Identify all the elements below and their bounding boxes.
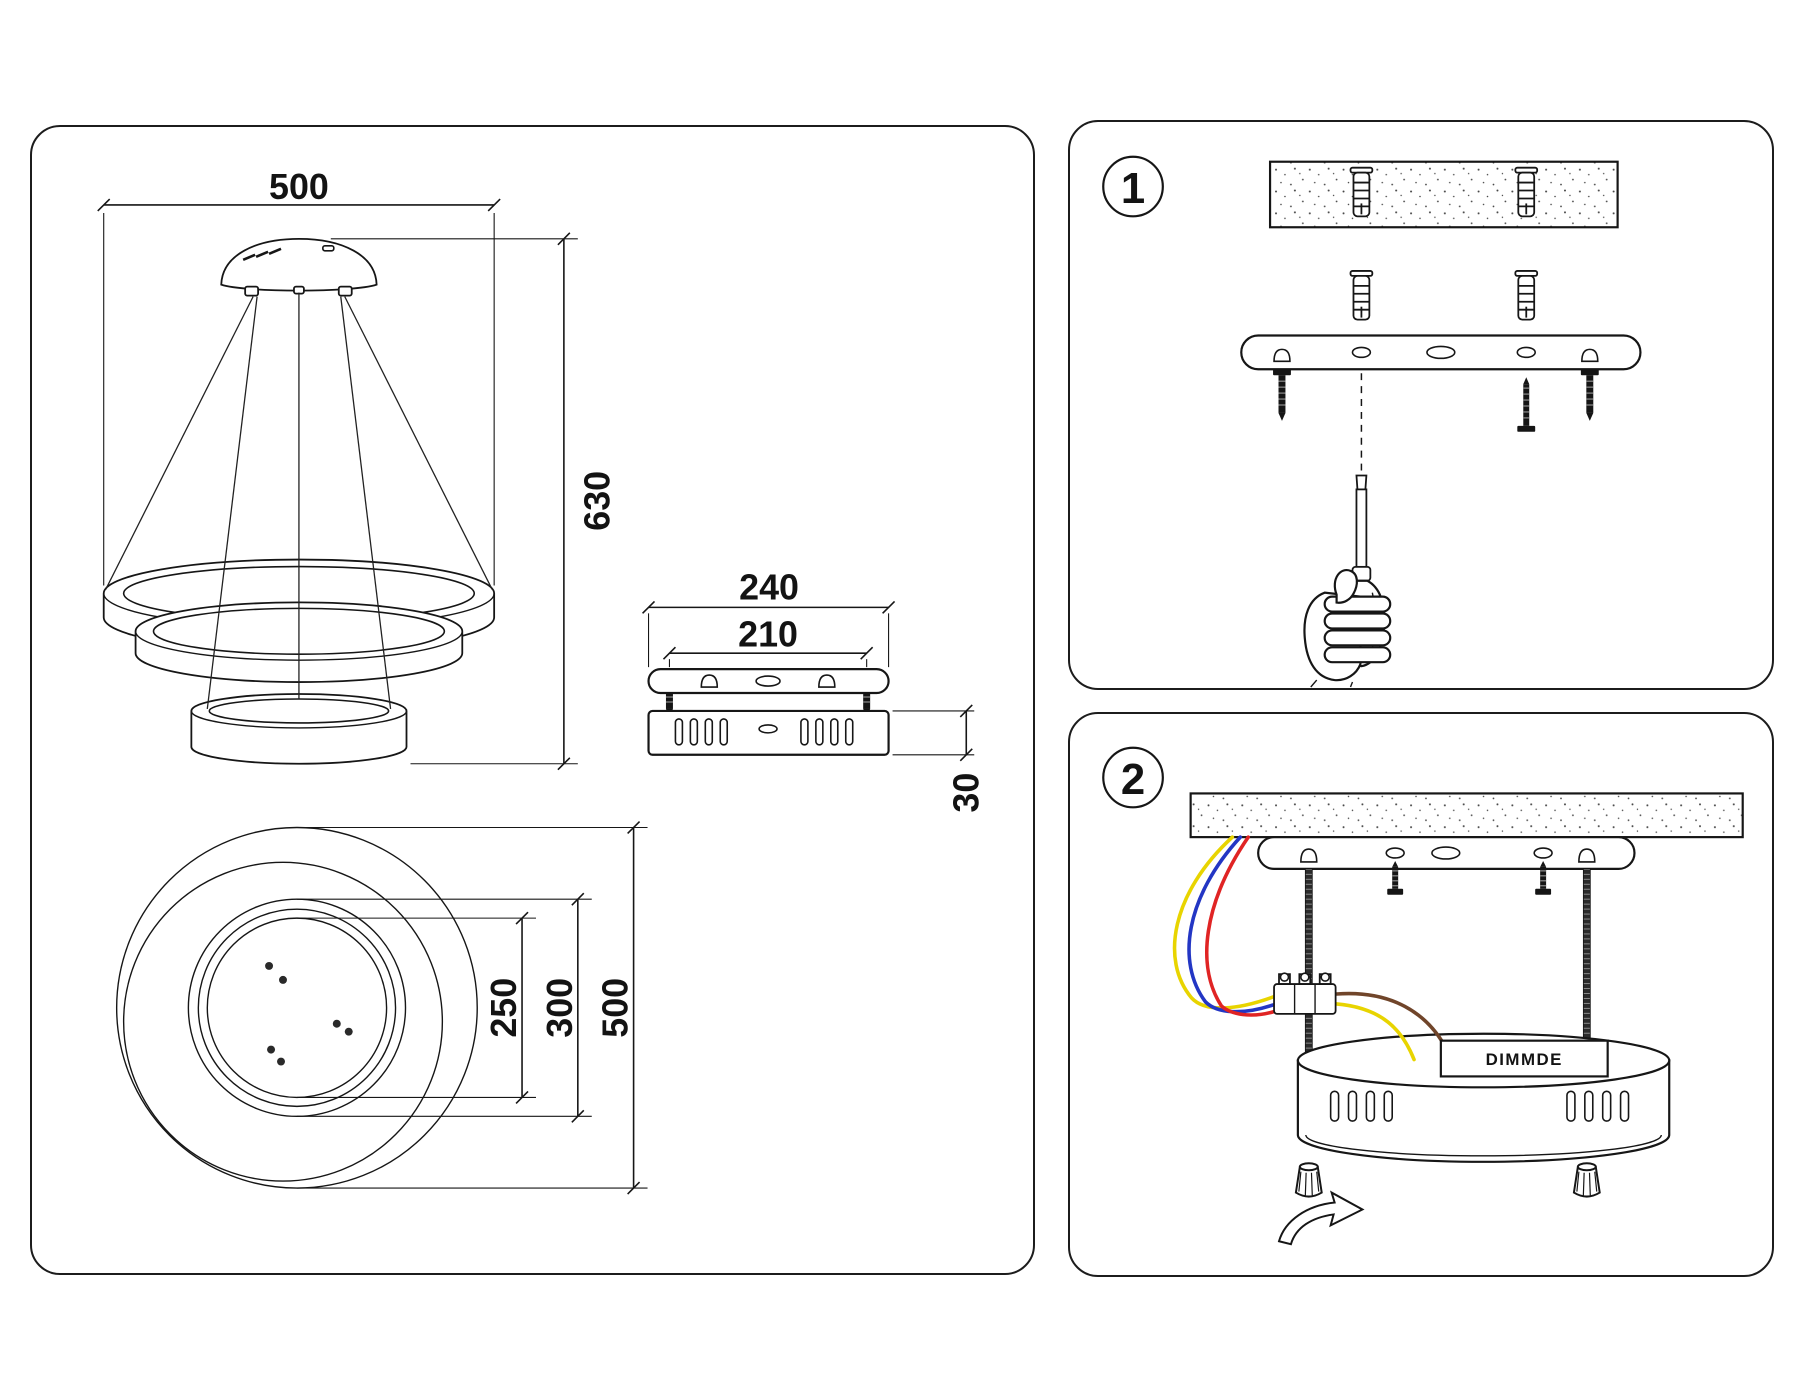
dim-height-front: 630 bbox=[330, 232, 618, 771]
step-1-panel: 1 bbox=[1068, 120, 1774, 690]
dimensions-panel: 500 bbox=[30, 125, 1035, 1275]
decorative-nut bbox=[1572, 1162, 1601, 1198]
ceiling bbox=[1189, 792, 1744, 839]
step-number: 2 bbox=[1121, 755, 1145, 804]
step-2-drawing: 2 bbox=[1102, 746, 1744, 1246]
rotate-arrow-icon bbox=[1277, 1190, 1365, 1246]
dim-240-label: 240 bbox=[739, 567, 799, 607]
dim-250: 250 bbox=[296, 911, 536, 1104]
canopy-cup-side bbox=[647, 709, 890, 756]
canopy-vents-side bbox=[674, 718, 854, 746]
wall-plug-in-ceiling bbox=[1514, 166, 1539, 218]
cable-grip-right bbox=[337, 285, 353, 297]
suspension-bolt bbox=[1272, 368, 1292, 422]
dimmer-box: DIMMDE bbox=[1439, 1039, 1609, 1078]
wall-plug-in-ceiling bbox=[1349, 166, 1374, 218]
mounting-hole-dots bbox=[265, 961, 353, 1066]
dim-210-label: 210 bbox=[738, 614, 798, 654]
wire-red-supply bbox=[1205, 835, 1275, 1017]
dim-210: 210 bbox=[662, 614, 874, 668]
dim-240: 240 bbox=[641, 567, 896, 668]
mounting-bracket bbox=[1257, 836, 1636, 870]
canopy-vents bbox=[1329, 1090, 1630, 1122]
hand bbox=[1303, 568, 1392, 688]
dim-500-top-label: 500 bbox=[596, 978, 636, 1038]
mounting-bracket bbox=[1240, 334, 1642, 371]
dim-30: 30 bbox=[892, 704, 986, 813]
mounting-bar-side bbox=[647, 668, 890, 695]
fixing-screw bbox=[1516, 376, 1536, 433]
step-number-badge: 2 bbox=[1102, 746, 1164, 809]
wire-brown-to-dimmer bbox=[1334, 991, 1450, 1054]
dim-width-front: 500 bbox=[97, 167, 501, 586]
wire-yellow-to-canopy bbox=[1334, 1002, 1416, 1062]
dim-30-label: 30 bbox=[946, 773, 986, 813]
threaded-rod-left bbox=[1304, 868, 1313, 1054]
dim-250-label: 250 bbox=[484, 978, 524, 1038]
wire-blue-supply bbox=[1187, 835, 1275, 1014]
canopy-vent-slots bbox=[242, 247, 282, 261]
dim-300-label: 300 bbox=[540, 978, 580, 1038]
wires bbox=[1172, 835, 1450, 1062]
ceiling-canopy-front bbox=[220, 237, 378, 297]
wall-plug bbox=[1514, 270, 1539, 321]
canopy-detail bbox=[322, 245, 335, 252]
ceiling bbox=[1268, 160, 1619, 229]
step-1-drawing: 1 bbox=[1102, 155, 1642, 688]
dimmer-label: DIMMDE bbox=[1486, 1050, 1563, 1069]
dim-500-top: 500 bbox=[296, 820, 648, 1195]
decorative-nut bbox=[1294, 1162, 1323, 1198]
crystal-ring-small bbox=[190, 693, 408, 765]
terminal-block bbox=[1273, 972, 1337, 1015]
dim-300: 300 bbox=[296, 892, 592, 1123]
suspension-cables bbox=[105, 292, 493, 710]
cable-grip-left bbox=[244, 285, 259, 297]
dim-width-front-label: 500 bbox=[269, 167, 329, 207]
step-number-badge: 1 bbox=[1102, 155, 1164, 218]
dimensions-drawing: 500 bbox=[97, 167, 986, 1195]
wall-plug bbox=[1349, 270, 1374, 321]
canopy-side-view: 240 210 bbox=[641, 567, 986, 813]
step-2-panel: 2 bbox=[1068, 712, 1774, 1277]
top-view: 250 300 500 bbox=[115, 820, 648, 1195]
front-view: 500 bbox=[97, 167, 618, 771]
cable-grip-center bbox=[293, 285, 305, 295]
thumb bbox=[1333, 568, 1358, 604]
step-number: 1 bbox=[1121, 164, 1145, 213]
wire-yellow-supply bbox=[1172, 835, 1275, 1010]
threaded-rod-right bbox=[1582, 868, 1591, 1042]
dim-height-front-label: 630 bbox=[578, 471, 618, 531]
ring-250-circle bbox=[206, 917, 388, 1099]
suspension-bolt bbox=[1580, 368, 1600, 422]
